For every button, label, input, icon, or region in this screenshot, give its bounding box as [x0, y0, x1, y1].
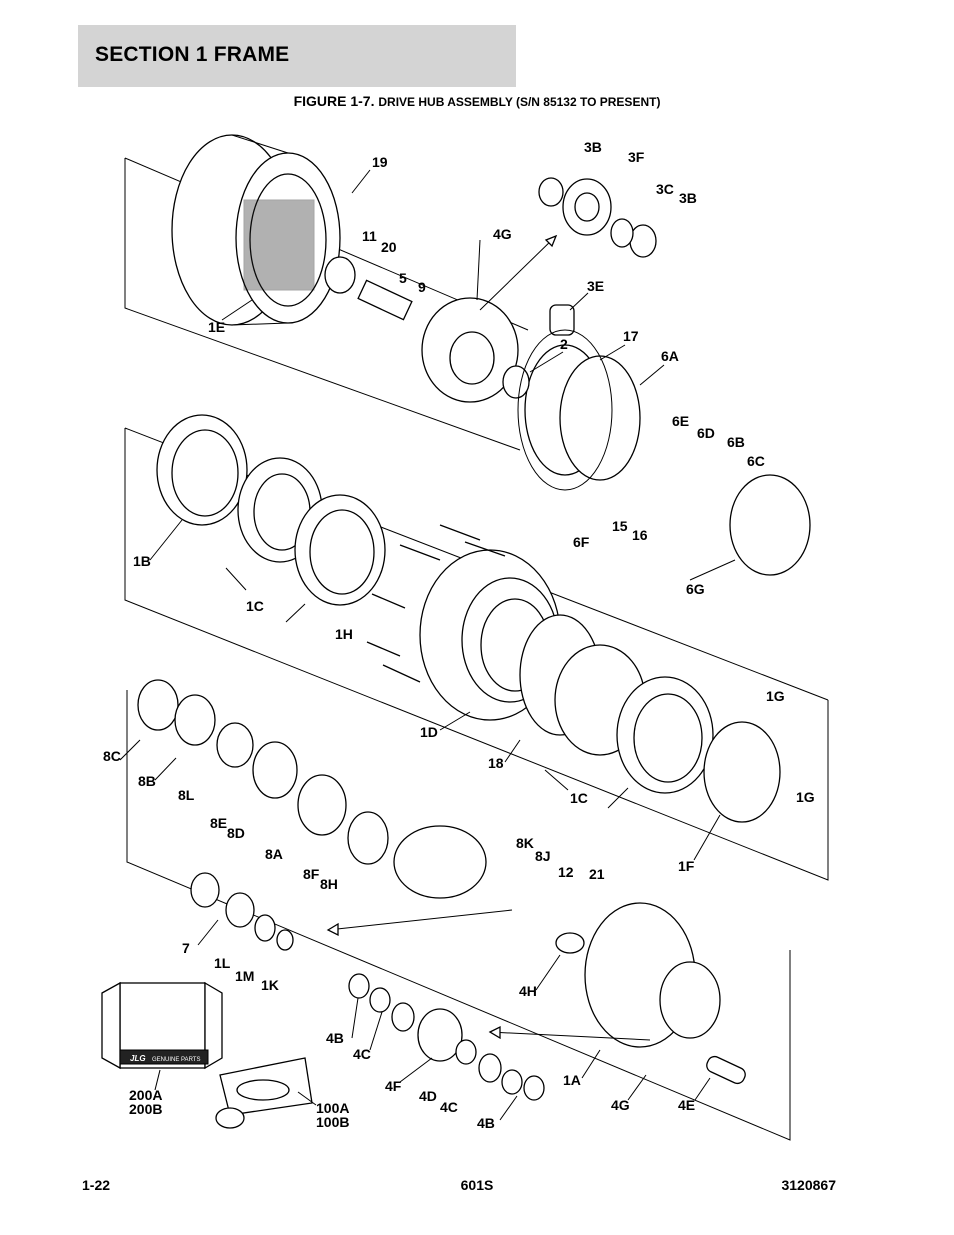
callout-6d: 6D — [697, 425, 715, 441]
callout-19: 19 — [372, 154, 388, 170]
callout-4h: 4H — [519, 983, 537, 999]
bearing-cup-1c-upper — [294, 494, 386, 606]
needle-bearing-3c — [610, 218, 634, 248]
studs-1h — [366, 524, 506, 683]
callout-17: 17 — [623, 328, 639, 344]
callout-8e: 8E — [210, 815, 227, 831]
kit-brand: JLG — [130, 1054, 146, 1063]
kit-text: GENUINE PARTS — [152, 1057, 200, 1063]
planet-gear-3f — [562, 178, 612, 236]
callout-20: 20 — [381, 239, 397, 255]
callout-1l: 1L — [214, 955, 231, 971]
callout-1h: 1H — [335, 626, 353, 642]
callout-11: 11 — [362, 228, 377, 244]
callout-2: 2 — [560, 336, 568, 352]
callout-6c: 6C — [747, 453, 765, 469]
callout-8d: 8D — [227, 825, 245, 841]
brake-components — [137, 679, 487, 899]
callout-3b: 3B — [584, 139, 602, 155]
callout-1e: 1E — [208, 319, 225, 335]
callout-labels: 19 3B 3F 3C 3B 11 20 4G 5 9 3E 1E 2 17 6… — [103, 139, 815, 1131]
callout-1k: 1K — [261, 977, 279, 993]
seal-kit-100a — [215, 1057, 313, 1129]
locknut-1f — [703, 721, 781, 823]
callout-4c: 4C — [353, 1046, 371, 1062]
figure-title: DRIVE HUB ASSEMBLY (S/N 85132 TO PRESENT… — [378, 95, 661, 109]
callout-6g: 6G — [686, 581, 705, 597]
input-shaft-7 — [190, 872, 294, 951]
cover-6a-torque-hub — [502, 329, 641, 491]
callout-4g: 4G — [493, 226, 512, 242]
callout-3c: 3C — [656, 181, 674, 197]
callout-4d: 4D — [419, 1088, 437, 1104]
callout-3f: 3F — [628, 149, 645, 165]
callout-1m: 1M — [235, 968, 254, 984]
page-number: 1-22 — [82, 1177, 111, 1193]
figure-caption: FIGURE 1-7. DRIVE HUB ASSEMBLY (S/N 8513… — [0, 93, 954, 109]
callout-1g: 1G — [766, 688, 785, 704]
direction-arrows — [326, 234, 651, 1041]
ring-gear-1a — [555, 902, 721, 1048]
callout-4b: 4B — [326, 1030, 344, 1046]
callout-8l: 8L — [178, 787, 195, 803]
section-title: SECTION 1 FRAME — [95, 43, 290, 66]
planet-set-lower — [348, 973, 746, 1101]
callout-100a: 100A — [316, 1100, 349, 1116]
callout-7: 7 — [182, 940, 190, 956]
callout-8a: 8A — [265, 846, 283, 862]
callout-4g-2: 4G — [611, 1097, 630, 1113]
doc-number: 3120867 — [781, 1177, 836, 1193]
section-header: SECTION 1 FRAME — [78, 25, 516, 87]
callout-15: 15 — [612, 518, 628, 534]
model-name: 601S — [460, 1177, 494, 1193]
callout-4f: 4F — [385, 1078, 402, 1094]
bearing-lower-1c — [554, 644, 714, 794]
callout-8k: 8K — [516, 835, 534, 851]
callout-9: 9 — [418, 279, 426, 295]
callout-8b: 8B — [138, 773, 156, 789]
callout-3e: 3E — [587, 278, 604, 294]
callout-16: 16 — [632, 527, 648, 543]
callout-6b: 6B — [727, 434, 745, 450]
bearing-cup-1b — [156, 414, 248, 526]
callout-1d: 1D — [420, 724, 438, 740]
callout-12: 12 — [558, 864, 574, 880]
callout-1g-2: 1G — [796, 789, 815, 805]
hub-1e — [171, 134, 341, 326]
thrust-washers-3b — [538, 177, 657, 258]
callout-1c: 1C — [246, 598, 264, 614]
callout-8c: 8C — [103, 748, 121, 764]
callout-8j: 8J — [535, 848, 551, 864]
callout-1b: 1B — [133, 553, 151, 569]
retaining-ring-6g — [729, 474, 811, 576]
carrier-4g-assembly — [421, 297, 575, 403]
sun-gear-and-shaft — [324, 256, 413, 321]
figure-number: FIGURE 1-7. — [293, 93, 375, 109]
callout-100b: 100B — [316, 1114, 349, 1130]
callout-4b-2: 4B — [477, 1115, 495, 1131]
callout-8h: 8H — [320, 876, 338, 892]
callout-21: 21 — [589, 866, 605, 882]
callout-5: 5 — [399, 270, 407, 286]
callout-200a: 200A — [129, 1087, 162, 1103]
callout-8f: 8F — [303, 866, 320, 882]
callout-1c-2: 1C — [570, 790, 588, 806]
callout-3b-2: 3B — [679, 190, 697, 206]
seal-kit-200a: JLG GENUINE PARTS — [101, 981, 223, 1070]
callout-6f: 6F — [573, 534, 590, 550]
callout-1a: 1A — [563, 1072, 581, 1088]
callout-6e: 6E — [672, 413, 689, 429]
callout-4e: 4E — [678, 1097, 695, 1113]
callout-6a: 6A — [661, 348, 679, 364]
callout-18: 18 — [488, 755, 504, 771]
callout-4c-2: 4C — [440, 1099, 458, 1115]
callout-1f: 1F — [678, 858, 695, 874]
callout-200b: 200B — [129, 1101, 162, 1117]
leader-lines — [119, 169, 736, 1121]
